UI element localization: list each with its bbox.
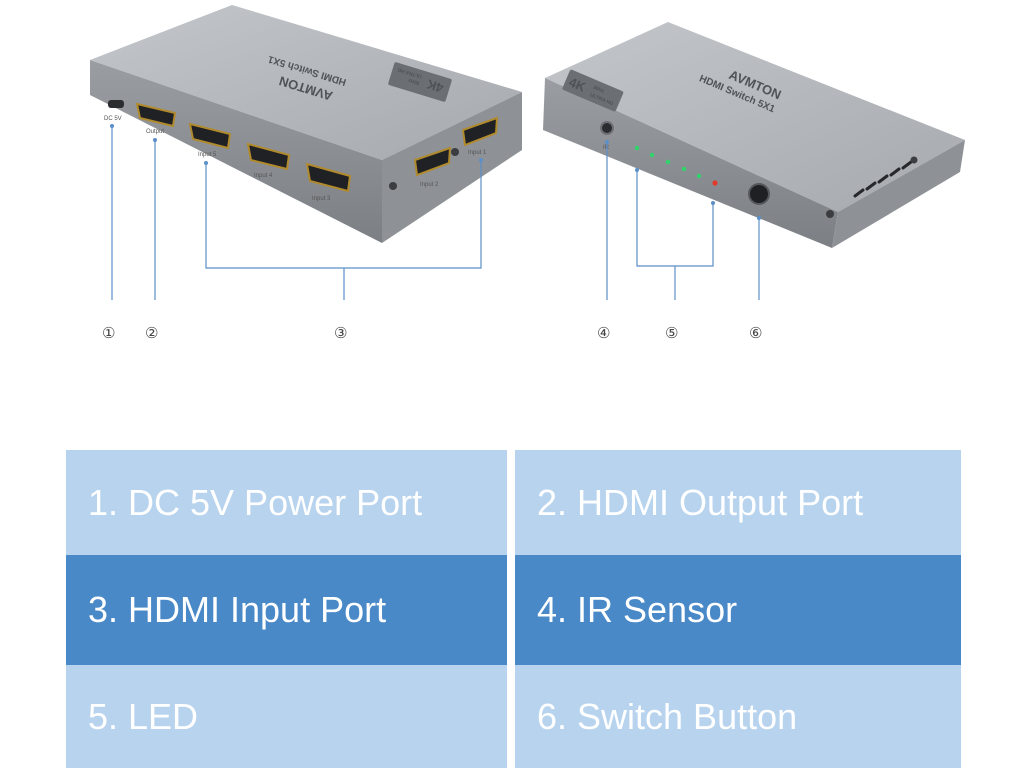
led-indicator [665, 159, 671, 165]
callout-3: ③ [334, 324, 347, 342]
left-leader-lines [111, 126, 482, 300]
legend-label: 6. Switch Button [537, 695, 798, 737]
screw-icon [910, 156, 918, 164]
badge-tag-text: 30Hz [407, 77, 420, 86]
badge-tag-text: 30Hz [592, 85, 606, 95]
badge-4k-text: 4K [424, 76, 445, 95]
case-top-panel [90, 5, 522, 160]
case-front-panel [543, 78, 838, 248]
dc-port-label: DC 5V [104, 116, 122, 122]
led-indicator [634, 145, 640, 151]
switch-front-view: 4K 30Hz ULTRA HD AVMTON HDMI Switch 5X1 … [543, 22, 965, 248]
legend-label: 5. LED [88, 695, 199, 737]
switch-back-view: AVMTON HDMI Switch 5X1 4K 30Hz ULTRA HD … [90, 5, 522, 243]
input-4-label: Input 4 [254, 173, 273, 179]
4k-badge: 4K 30Hz ULTRA HD [562, 69, 624, 112]
right-leader-lines [606, 142, 760, 300]
ir-sensor-label: IR [603, 145, 610, 151]
callout-6: ⑥ [749, 324, 762, 342]
legend-cell-switch-button: 6. Switch Button [515, 665, 961, 768]
screw-icon [826, 210, 834, 218]
input-3-label: Input 3 [312, 196, 331, 202]
legend-label: 2. HDMI Output Port [537, 481, 864, 523]
switch-button [748, 183, 770, 205]
output-port-label: Output [146, 129, 164, 135]
vent-slots [853, 160, 913, 198]
callout-5: ⑤ [665, 324, 678, 342]
callout-4: ④ [597, 324, 610, 342]
led-row [634, 145, 718, 186]
badge-4k-text: 4K [567, 74, 589, 95]
input-2-label: Input 2 [420, 182, 439, 188]
case-top-panel [545, 22, 965, 212]
hdmi-input-2-port [413, 146, 452, 177]
hdmi-input-1-port [461, 116, 499, 147]
led-indicator [649, 152, 655, 158]
case-right-panel [832, 140, 965, 248]
legend-cell-ir-sensor: 4. IR Sensor [515, 555, 961, 665]
4k-badge: 4K 30Hz ULTRA HD [388, 62, 452, 102]
legend-cell-led: 5. LED [66, 665, 507, 768]
legend-label: 3. HDMI Input Port [88, 589, 387, 630]
led-indicator [696, 173, 702, 179]
screw-icon [389, 182, 397, 190]
led-indicator-red [712, 180, 718, 186]
hdmi-input-4-port [246, 142, 291, 171]
legend-label: 4. IR Sensor [537, 589, 738, 630]
ir-sensor [600, 121, 614, 135]
callout-1: ① [102, 324, 115, 342]
legend-table: 1. DC 5V Power Port 2. HDMI Output Port … [66, 450, 961, 768]
case-front-panel [90, 60, 382, 243]
hdmi-input-5-port [188, 122, 232, 150]
input-5-label: Input 5 [198, 152, 217, 158]
led-indicator [681, 166, 687, 172]
dc-power-port [108, 100, 124, 108]
screw-icon [451, 148, 459, 156]
product-diagram: AVMTON HDMI Switch 5X1 4K 30Hz ULTRA HD … [90, 5, 965, 342]
hdmi-output-port [135, 102, 177, 128]
legend-label: 1. DC 5V Power Port [88, 481, 423, 523]
hdmi-input-3-port [305, 162, 352, 193]
input-1-label: Input 1 [468, 150, 487, 156]
legend-cell-hdmi-output-port: 2. HDMI Output Port [515, 450, 961, 555]
legend-cell-dc-power-port: 1. DC 5V Power Port [66, 450, 507, 555]
legend-cell-hdmi-input-port: 3. HDMI Input Port [66, 555, 507, 665]
callout-2: ② [145, 324, 158, 342]
